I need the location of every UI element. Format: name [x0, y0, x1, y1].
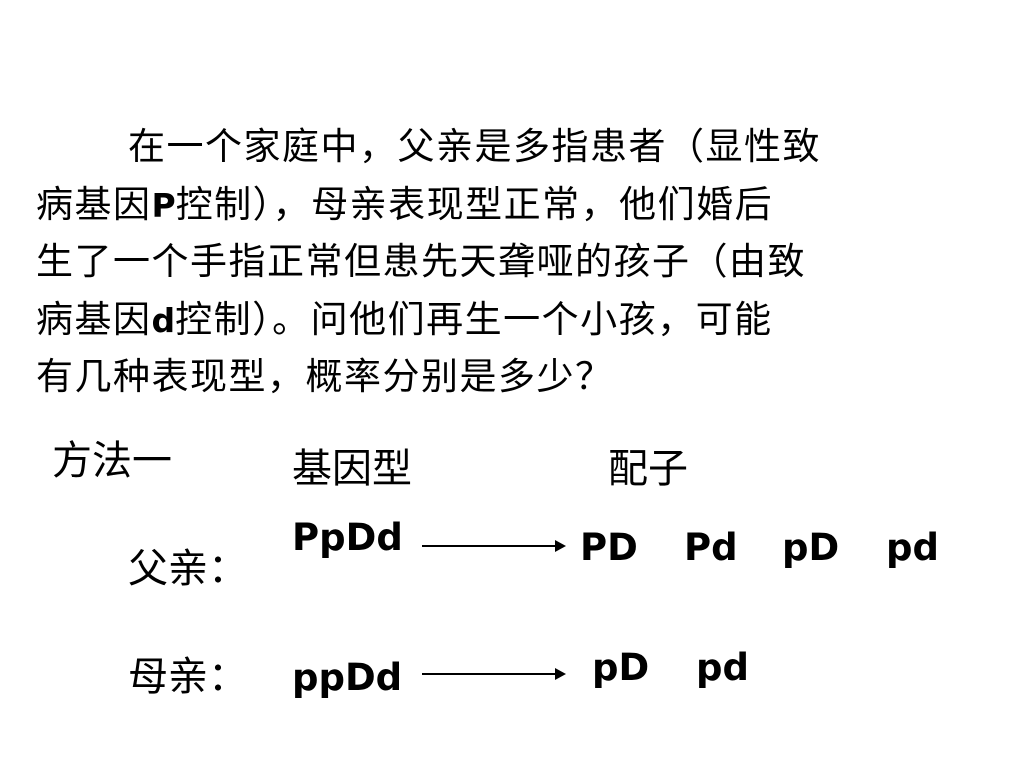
mother-label: 母亲： — [128, 654, 248, 700]
problem-text: 在一个家庭中，父亲是多指患者（显性致 病基因P控制），母亲表现型正常，他们婚后 … — [36, 118, 976, 406]
mother-gametes: pD pd — [592, 646, 749, 689]
father-genotype: PpDd — [292, 516, 403, 559]
father-label: 父亲： — [128, 546, 248, 592]
father-arrow — [422, 540, 566, 552]
genotype-header: 基因型 — [292, 446, 412, 492]
gamete-header: 配子 — [608, 446, 688, 492]
recessive-gene-symbol: d — [151, 300, 176, 340]
method-label: 方法一 — [52, 438, 172, 484]
mother-genotype: ppDd — [292, 656, 403, 699]
problem-line-3: 生了一个手指正常但患先天聋哑的孩子（由致 — [36, 240, 806, 283]
father-gamete: Pd — [684, 526, 738, 569]
father-gametes: PD Pd pD pd — [580, 526, 939, 569]
father-gamete: pd — [886, 526, 939, 569]
mother-arrow — [422, 668, 566, 680]
problem-line-5: 有几种表现型，概率分别是多少？ — [36, 355, 614, 398]
problem-line-1: 在一个家庭中，父亲是多指患者（显性致 — [128, 125, 821, 168]
father-gamete: pD — [782, 526, 840, 569]
father-gamete: PD — [580, 526, 638, 569]
problem-line-2: 病基因P控制），母亲表现型正常，他们婚后 — [36, 182, 774, 226]
mother-gamete: pD — [592, 646, 650, 689]
problem-line-4: 病基因d控制）。问他们再生一个小孩，可能 — [36, 297, 773, 341]
dominant-gene-symbol: P — [151, 185, 176, 225]
mother-gamete: pd — [696, 646, 749, 689]
